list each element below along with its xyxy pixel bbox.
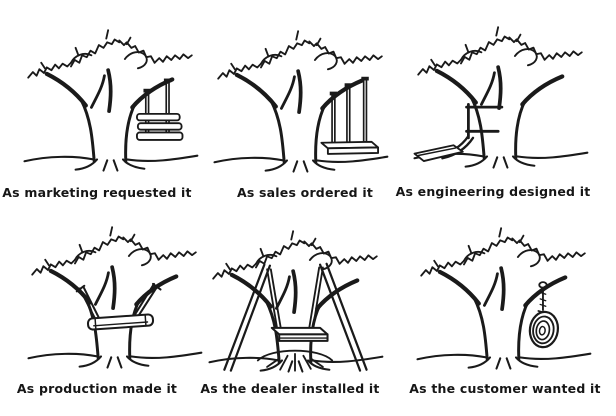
caption-dealer: As the dealer installed it [200,381,380,396]
drawing-marketing [17,20,203,178]
panel-engineering [407,17,593,175]
drawing-sales [207,21,393,179]
panel-marketing [17,20,203,178]
drawing-customer [410,218,596,376]
drawing-dealer [202,221,388,379]
panel-sales [207,21,393,179]
drawing-production [21,217,207,375]
panel-customer [410,218,596,376]
panel-dealer [202,221,388,379]
caption-marketing: As marketing requested it [2,185,192,200]
caption-engineering: As engineering designed it [395,184,591,199]
caption-sales: As sales ordered it [236,185,374,200]
caption-production: As production made it [16,381,178,396]
drawing-engineering [407,17,593,175]
panel-production [21,217,207,375]
caption-customer: As the customer wanted it [409,381,601,396]
